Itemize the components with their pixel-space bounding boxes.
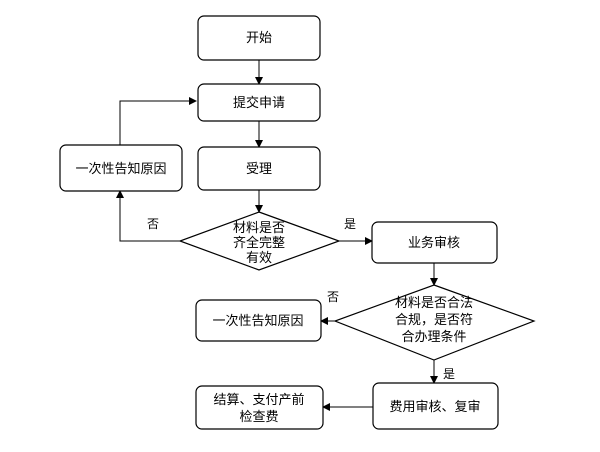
- svg-text:有效: 有效: [246, 251, 272, 266]
- svg-text:合办理条件: 合办理条件: [401, 329, 466, 345]
- node-check: 材料是否 齐全完整 有效: [178, 211, 341, 271]
- node-fee-review: 费用审核、复审: [372, 382, 499, 430]
- svg-text:提交申请: 提交申请: [233, 95, 285, 111]
- edge-label-yes-2: 是: [443, 367, 455, 381]
- svg-text:合规，是否符: 合规，是否符: [395, 312, 473, 328]
- edge-label-yes-1: 是: [344, 217, 356, 231]
- node-inform-mid: 一次性告知原因: [195, 299, 322, 342]
- svg-text:开始: 开始: [246, 31, 272, 46]
- node-inform-left: 一次性告知原因: [59, 144, 183, 192]
- svg-text:受理: 受理: [246, 162, 272, 177]
- node-submit: 提交申请: [197, 83, 321, 122]
- edge-label-no-2: 否: [327, 290, 339, 304]
- svg-text:检查费: 检查费: [239, 410, 278, 425]
- edge-inform-left-to-submit: [119, 97, 197, 145]
- svg-text:费用审核、复审: 费用审核、复审: [389, 400, 480, 415]
- svg-text:材料是否: 材料是否: [233, 221, 285, 236]
- node-legal-check: 材料是否合法 合规，是否符 合办理条件: [333, 284, 536, 361]
- svg-text:业务审核: 业务审核: [408, 235, 460, 251]
- edge-check-no: [116, 190, 180, 242]
- svg-text:一次性告知原因: 一次性告知原因: [212, 313, 303, 329]
- edge-label-no-1: 否: [147, 217, 159, 231]
- node-business-review: 业务审核: [371, 221, 498, 264]
- svg-text:齐全完整: 齐全完整: [233, 235, 285, 251]
- node-accept: 受理: [197, 146, 321, 191]
- svg-text:一次性告知原因: 一次性告知原因: [75, 161, 166, 177]
- node-start: 开始: [197, 15, 321, 61]
- svg-text:材料是否合法: 材料是否合法: [395, 296, 473, 311]
- svg-text:结算、支付产前: 结算、支付产前: [213, 392, 304, 408]
- node-settle: 结算、支付产前 检查费: [195, 385, 324, 430]
